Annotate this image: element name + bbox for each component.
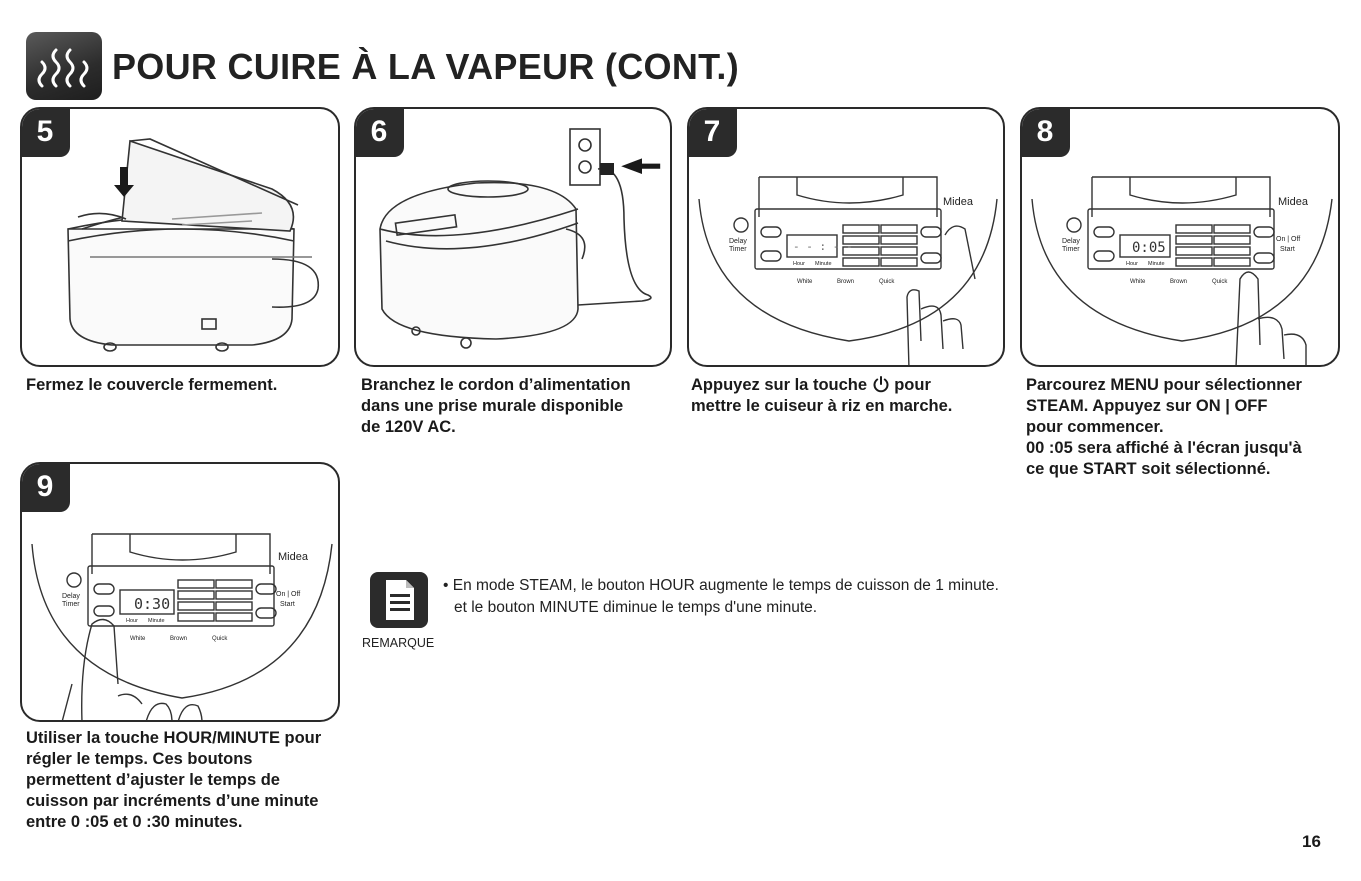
control-panel-illustration: Midea On | Off Start Delay Timer 0:05 Ho… [1031, 176, 1333, 365]
brand-logo-text: Midea [1278, 196, 1309, 208]
start-label: Start [1280, 246, 1295, 253]
step-6-panel: 6 [354, 107, 672, 367]
delay-label: Delay [1062, 238, 1080, 245]
note-label: REMARQUE [362, 636, 435, 650]
plug-into-outlet-illustration [379, 128, 661, 349]
note-document-icon [370, 572, 428, 628]
step-9-caption: Utiliser la touche HOUR/MINUTE pour régl… [26, 729, 322, 831]
panel-display: 0:30 [134, 595, 170, 613]
step-7-badge: 7 [689, 109, 737, 157]
timer-label: Timer [1062, 246, 1080, 253]
hour-label: Hour [793, 261, 805, 267]
step-8-caption: Parcourez MENU pour sélectionner STEAM. … [1026, 376, 1302, 478]
brown-rice-label: Brown [170, 636, 187, 642]
panel-display: - - : - - [793, 240, 853, 253]
delay-label: Delay [62, 593, 80, 600]
start-label: Start [280, 601, 295, 608]
step-5-badge: 5 [22, 109, 70, 157]
page-title: POUR CUIRE À LA VAPEUR (CONT.) [112, 46, 740, 87]
quick-rice-label: Quick [1212, 279, 1228, 285]
hour-label: Hour [1126, 261, 1138, 267]
quick-rice-label: Quick [879, 279, 895, 285]
white-rice-label: White [1130, 279, 1146, 285]
step-9-badge: 9 [22, 464, 70, 512]
quick-rice-label: Quick [212, 636, 228, 642]
on-off-label: On | Off [1276, 236, 1300, 243]
control-panel-illustration: Midea On | Off Start Delay Timer 0:30 Ho… [31, 533, 333, 720]
brand-logo-text: Midea [278, 551, 309, 563]
rice-cooker-lid-closing-illustration [67, 138, 320, 352]
on-off-label: On | Off [276, 591, 300, 598]
minute-label: Minute [1148, 261, 1165, 267]
step-6-badge: 6 [356, 109, 404, 157]
step-6-caption: Branchez le cordon d’alimentation dans u… [361, 376, 631, 436]
steam-icon [26, 32, 102, 100]
brown-rice-label: Brown [1170, 279, 1187, 285]
delay-label: Delay [729, 238, 747, 245]
control-panel-illustration: Midea Delay Timer - - : - - Hour Minute … [698, 176, 998, 365]
white-rice-label: White [130, 636, 146, 642]
timer-label: Timer [729, 246, 747, 253]
minute-label: Minute [148, 618, 165, 624]
page-number: 16 [1302, 832, 1321, 851]
minute-label: Minute [815, 261, 832, 267]
brand-logo-text: Midea [943, 196, 974, 208]
timer-label: Timer [62, 601, 80, 608]
step-7-caption: Appuyez sur la touche pour mettre le cui… [691, 376, 953, 415]
power-icon [873, 376, 889, 393]
step-5-caption: Fermez le couvercle fermement. [26, 376, 278, 394]
step-8-badge: 8 [1022, 109, 1070, 157]
step-5-panel: 5 [20, 107, 340, 367]
white-rice-label: White [797, 279, 813, 285]
step-8-panel: 8 Midea On | Off Start Delay [1020, 107, 1340, 367]
hour-label: Hour [126, 618, 138, 624]
panel-display: 0:05 [1132, 240, 1166, 256]
brown-rice-label: Brown [837, 279, 854, 285]
step-7-panel: 7 Midea Delay Timer - - [687, 107, 1005, 367]
step-9-panel: 9 Midea On | Off Start D [20, 462, 340, 722]
note-text: • En mode STEAM, le bouton HOUR augmente… [443, 577, 999, 616]
